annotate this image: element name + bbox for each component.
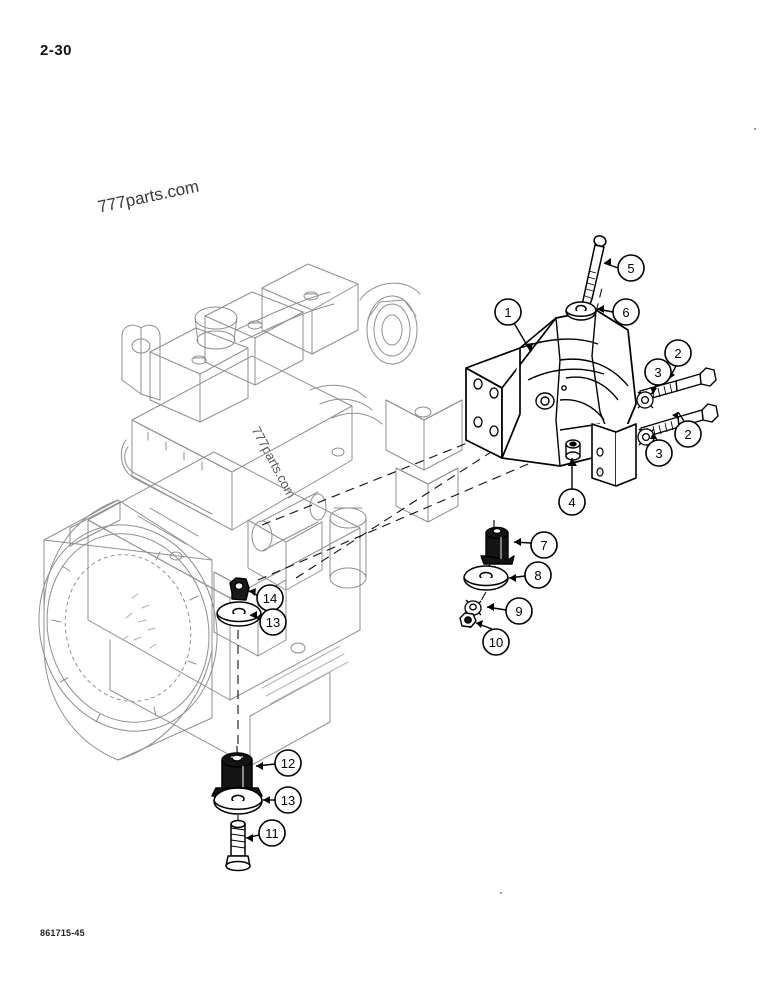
bracket-rear-pad-holes	[596, 447, 604, 477]
callout-balloon-12[interactable]: 12	[274, 749, 302, 777]
callout-arrowheads	[246, 258, 678, 842]
callout-circle	[482, 628, 510, 656]
callout-number: 7	[540, 538, 547, 553]
callout-balloon-13[interactable]: 13	[274, 786, 302, 814]
callout-balloon-13[interactable]: 13	[259, 608, 287, 636]
callout-circle	[558, 488, 586, 516]
lock-washer-upper	[636, 391, 654, 409]
callout-circle	[505, 597, 533, 625]
callout-number: 2	[684, 427, 691, 442]
callout-circle	[494, 298, 522, 326]
callout-number: 10	[489, 635, 503, 650]
callout-balloon-9[interactable]: 9	[505, 597, 533, 625]
callout-circle	[644, 358, 672, 386]
callout-number: 3	[655, 446, 662, 461]
callout-balloon-2[interactable]: 2	[664, 339, 692, 367]
callout-balloon-10[interactable]: 10	[482, 628, 510, 656]
callout-circle	[274, 786, 302, 814]
callout-balloon-3[interactable]: 3	[645, 439, 673, 467]
callout-balloon-5[interactable]: 5	[617, 254, 645, 282]
lock-washer-lower	[637, 428, 655, 446]
callout-number: 3	[654, 365, 661, 380]
callout-number: 2	[674, 346, 681, 361]
callout-circle	[645, 439, 673, 467]
washer-upper	[565, 301, 597, 321]
callout-circle	[274, 749, 302, 777]
washer-rear	[213, 787, 263, 815]
long-bolt-rear-threads	[230, 827, 246, 849]
callout-balloon-11[interactable]: 11	[258, 819, 286, 847]
callout-number: 11	[265, 826, 279, 841]
washer-bellhousing	[216, 601, 262, 627]
callout-circle	[664, 339, 692, 367]
callout-number: 9	[515, 604, 522, 619]
callout-circle	[530, 531, 558, 559]
callout-number: 13	[281, 793, 295, 808]
bracket-center-boss	[535, 385, 567, 410]
callout-balloon-7[interactable]: 7	[530, 531, 558, 559]
scan-speck	[754, 128, 756, 130]
rubber-isolator-front	[480, 520, 515, 565]
callout-balloon-4[interactable]: 4	[558, 488, 586, 516]
long-bolt-upper	[581, 235, 607, 308]
callout-circle	[524, 561, 552, 589]
callout-number: 5	[627, 261, 634, 276]
callout-balloon-1[interactable]: 1	[494, 298, 522, 326]
long-bolt-rear	[225, 819, 251, 872]
nut-bellhousing	[229, 577, 250, 601]
callout-number: 14	[263, 591, 277, 606]
callout-balloon-3[interactable]: 3	[644, 358, 672, 386]
page-number: 2-30	[40, 42, 73, 59]
callout-circle	[674, 420, 702, 448]
callout-number: 6	[622, 305, 629, 320]
scan-speck	[500, 892, 502, 894]
bracket-flange-holes	[473, 378, 499, 437]
figure-number: 861715-45	[40, 928, 85, 938]
callout-circle	[617, 254, 645, 282]
callout-number: 12	[281, 756, 295, 771]
bracket-rear-pad	[591, 423, 637, 487]
callout-number: 4	[568, 495, 575, 510]
callout-circle	[612, 298, 640, 326]
callout-circle	[258, 819, 286, 847]
callout-number: 8	[534, 568, 541, 583]
nut-front	[459, 612, 477, 628]
bushing-bracket-lower	[565, 439, 581, 461]
long-bolt-upper-threads	[585, 270, 597, 292]
callout-circle	[259, 608, 287, 636]
callout-balloon-8[interactable]: 8	[524, 561, 552, 589]
callout-number: 13	[266, 615, 280, 630]
callout-balloon-14[interactable]: 14	[256, 584, 284, 612]
callout-balloon-2[interactable]: 2	[674, 420, 702, 448]
engine-illustration	[38, 263, 463, 767]
callout-number: 1	[504, 305, 511, 320]
washer-front	[463, 565, 509, 591]
callout-balloon-6[interactable]: 6	[612, 298, 640, 326]
